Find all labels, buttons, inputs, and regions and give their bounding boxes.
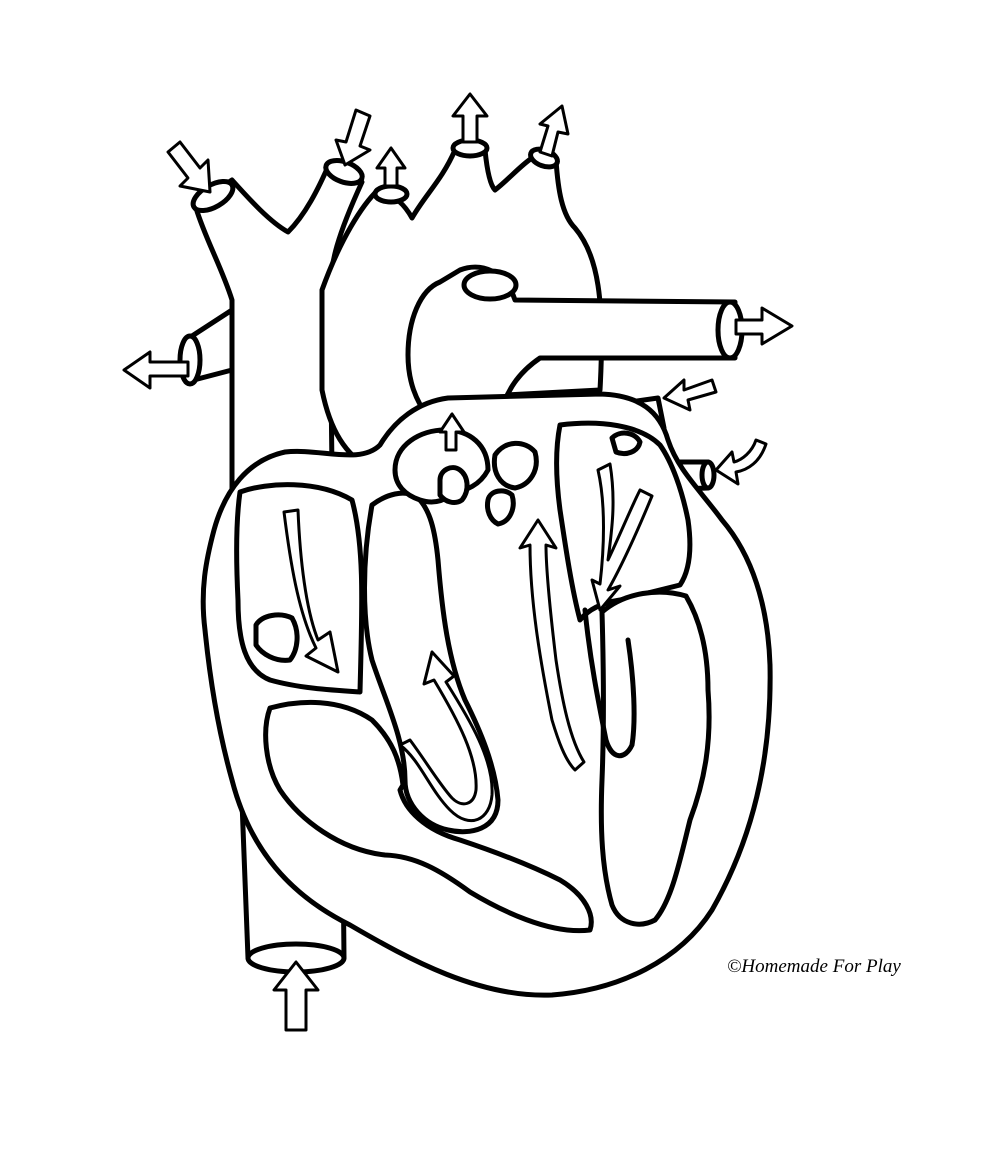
aortic-arch-outflow-arrow-icon (375, 92, 570, 188)
inferior-vena-cava-inflow-arrow-icon (272, 960, 320, 1032)
left-ventricle (598, 589, 712, 927)
right-ventricle (263, 700, 594, 934)
right-pulmonary-artery-outflow-arrow-icon (122, 350, 190, 390)
copyright-credit: ©Homemade For Play (727, 956, 901, 977)
left-pulmonary-artery-outflow-arrow-icon (734, 306, 794, 346)
pulmonary-vein-inflow-arrow-icon (662, 378, 768, 486)
internal-flow-arrow-icon (282, 412, 654, 823)
semilunar-valves (392, 427, 643, 527)
tricuspid-valve (253, 612, 300, 663)
left-ventricle-inner-wall (582, 607, 637, 759)
pulmonary-trunk (405, 264, 745, 423)
superior-vena-cava-inflow-arrow-icon (166, 108, 372, 194)
